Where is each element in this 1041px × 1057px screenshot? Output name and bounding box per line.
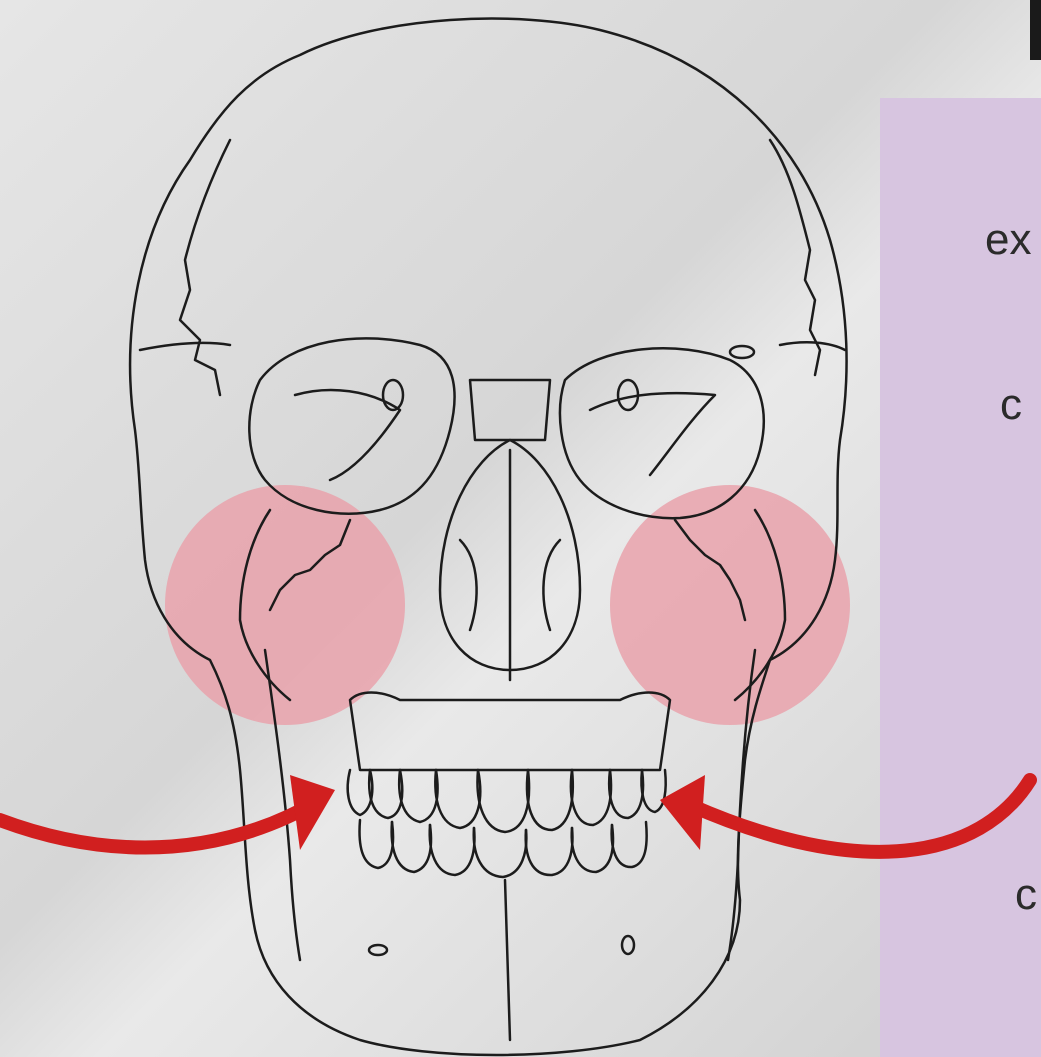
mental-foramen-left: [369, 945, 387, 955]
lower-teeth: [360, 820, 647, 877]
arrowhead-right: [290, 775, 335, 850]
right-orbit-inner: [590, 393, 715, 475]
left-cheek-highlight: [165, 485, 405, 725]
temporal-line-right: [780, 342, 845, 350]
nasal-concha-left: [460, 540, 477, 630]
right-orbit-foramen: [618, 380, 638, 410]
temporal-line-left: [140, 343, 230, 350]
arrows: [0, 780, 1030, 852]
curved-arrow-right: [0, 800, 320, 848]
maxilla: [350, 693, 670, 771]
right-supraorbital-notch: [730, 346, 754, 358]
mandible-symphysis: [505, 880, 510, 1040]
nasal-bridge: [470, 380, 550, 440]
suture-left: [180, 140, 230, 395]
mental-foramen-right: [622, 936, 634, 954]
suture-right: [770, 140, 820, 375]
right-cheek-highlight: [610, 485, 850, 725]
nasal-concha-right: [543, 540, 560, 630]
upper-teeth: [348, 770, 666, 832]
